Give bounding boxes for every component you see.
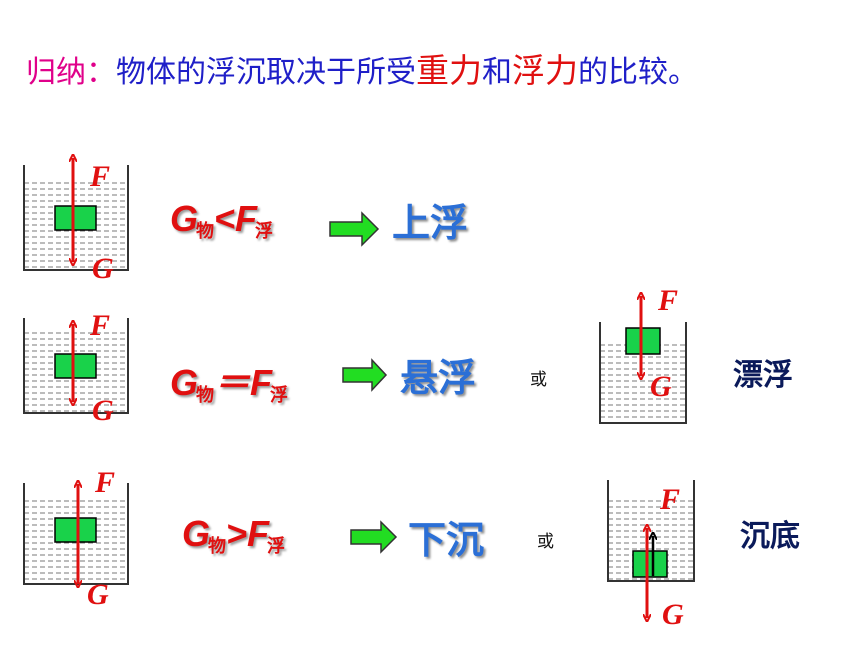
result-sinking: 下沉 <box>408 518 485 562</box>
result-suspended: 悬浮 <box>400 356 477 400</box>
result-arrows <box>329 211 398 554</box>
force-label-g: G <box>92 252 114 285</box>
container-bottom: F G <box>607 480 695 631</box>
title-label: 归纳： <box>26 55 116 90</box>
force-label-g: G <box>92 394 114 427</box>
title-buoyancy: 浮力 <box>512 51 578 90</box>
slide-title: 归纳：物体的浮沉取决于所受重力和浮力的比较。 <box>26 44 698 92</box>
object-block <box>632 550 668 578</box>
container-sinking: F G <box>23 466 129 611</box>
force-label-f: F <box>659 483 680 516</box>
force-label-g: G <box>662 598 684 631</box>
title-gravity: 重力 <box>416 51 482 90</box>
force-label-f: F <box>94 466 115 499</box>
or-label-2: 或 <box>537 532 554 552</box>
force-label-g: G <box>650 370 672 403</box>
result-arrow-2 <box>342 358 388 392</box>
object-block <box>625 327 661 355</box>
title-part2: 的比较。 <box>578 55 698 90</box>
title-part1: 物体的浮沉取决于所受 <box>116 55 416 90</box>
result-rising: 上浮 <box>392 201 469 245</box>
equation-rising: G物<F浮 <box>170 198 274 241</box>
object-block <box>54 205 97 231</box>
container-floating: F G <box>599 284 687 424</box>
title-conj: 和 <box>482 55 512 90</box>
container-suspended: F G <box>23 309 129 427</box>
alt-result-bottom: 沉底 <box>740 519 800 554</box>
force-label-f: F <box>89 309 110 342</box>
equation-suspended: G物＝F浮 <box>170 362 289 405</box>
force-label-f: F <box>89 160 110 193</box>
equation-sinking: G物>F浮 <box>182 513 286 556</box>
force-label-g: G <box>87 578 109 611</box>
object-block <box>54 517 97 543</box>
or-label-1: 或 <box>530 370 547 390</box>
force-label-f: F <box>657 284 678 317</box>
result-arrow-1 <box>329 211 380 247</box>
result-arrow-3 <box>350 520 398 554</box>
alt-result-floating: 漂浮 <box>733 358 793 393</box>
container-rising: F G <box>23 158 129 285</box>
object-block <box>54 353 97 379</box>
